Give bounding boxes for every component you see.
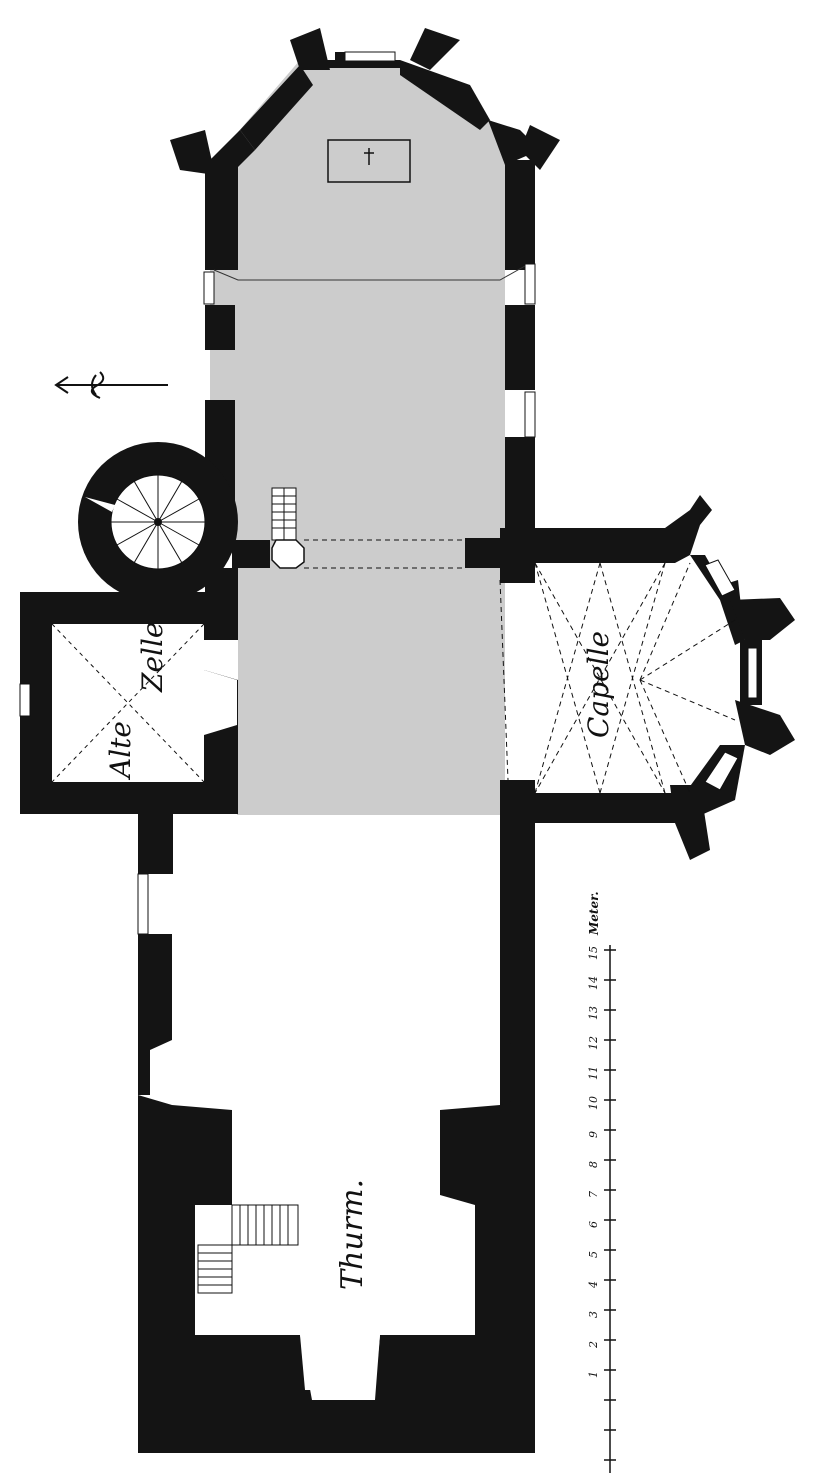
capelle-label: Capelle [582,631,615,738]
choir-window-south [524,263,536,305]
apse-window [344,51,396,62]
capelle-window-se [704,751,739,791]
capelle-vault [499,562,736,794]
scale-tick-2: 2 [587,1341,600,1349]
cross-icon [364,148,374,165]
lower-nave-window [137,873,149,935]
lower-nave-north-wall-2 [138,934,172,1095]
choir-south-wall [505,160,535,270]
spiral-stair [78,442,238,602]
pulpit [271,539,305,569]
choir-window-south-2 [524,391,536,438]
scale-unit: Meter. [587,892,601,937]
cell-nave-connection [204,640,238,680]
choir-north-wall [205,165,238,270]
scale-tick-14: 14 [587,976,600,990]
alte-zelle-interior [52,624,204,782]
arch-pier-north [232,540,270,568]
choir-window-north [203,271,215,305]
scale-tick-15: 15 [587,946,600,960]
choir-nave-highlight [210,60,505,815]
capelle-window-east [747,647,758,699]
scale-tick-13: 13 [587,1006,600,1020]
nave-north-wall-upper [205,568,238,608]
scale-bar [604,945,616,1473]
thurm-doorway [300,1335,380,1390]
pulpit-stair [271,487,297,541]
scale-tick-8: 8 [587,1161,600,1168]
capelle-window-ne [704,559,736,597]
thurm-walls [138,1095,535,1453]
grave-slab [327,139,411,183]
scale-ticks: 1 2 3 4 5 6 7 8 9 10 11 12 13 14 15 [587,946,600,1378]
scale-tick-1: 1 [587,1371,600,1378]
alte-zelle-doorway [204,670,237,735]
capelle-north-wall [500,528,675,563]
scale-tick-5: 5 [587,1251,600,1258]
alte-zelle-label-2: Zelle [136,621,169,693]
thurm-stair [197,1204,299,1294]
south-wall-splay [500,1040,515,1105]
scale-tick-9: 9 [587,1131,600,1138]
capelle-apse-walls [665,495,795,860]
scale-tick-6: 6 [587,1221,600,1228]
nave-south-wall [500,568,535,583]
scale-tick-4: 4 [587,1281,600,1289]
chancel-step [213,265,526,281]
scale-tick-10: 10 [587,1096,600,1110]
alte-zelle-label-1: Alte [104,721,137,781]
lower-nave-north-wall-1 [138,814,173,874]
thurm-label: Thurm. [335,1179,370,1290]
scale-tick-3: 3 [587,1311,600,1318]
alte-zelle-window [19,683,31,717]
scale-tick-12: 12 [587,1036,600,1050]
north-arrow-icon [54,371,168,399]
scale-tick-11: 11 [587,1066,600,1080]
scale-tick-7: 7 [587,1191,600,1198]
